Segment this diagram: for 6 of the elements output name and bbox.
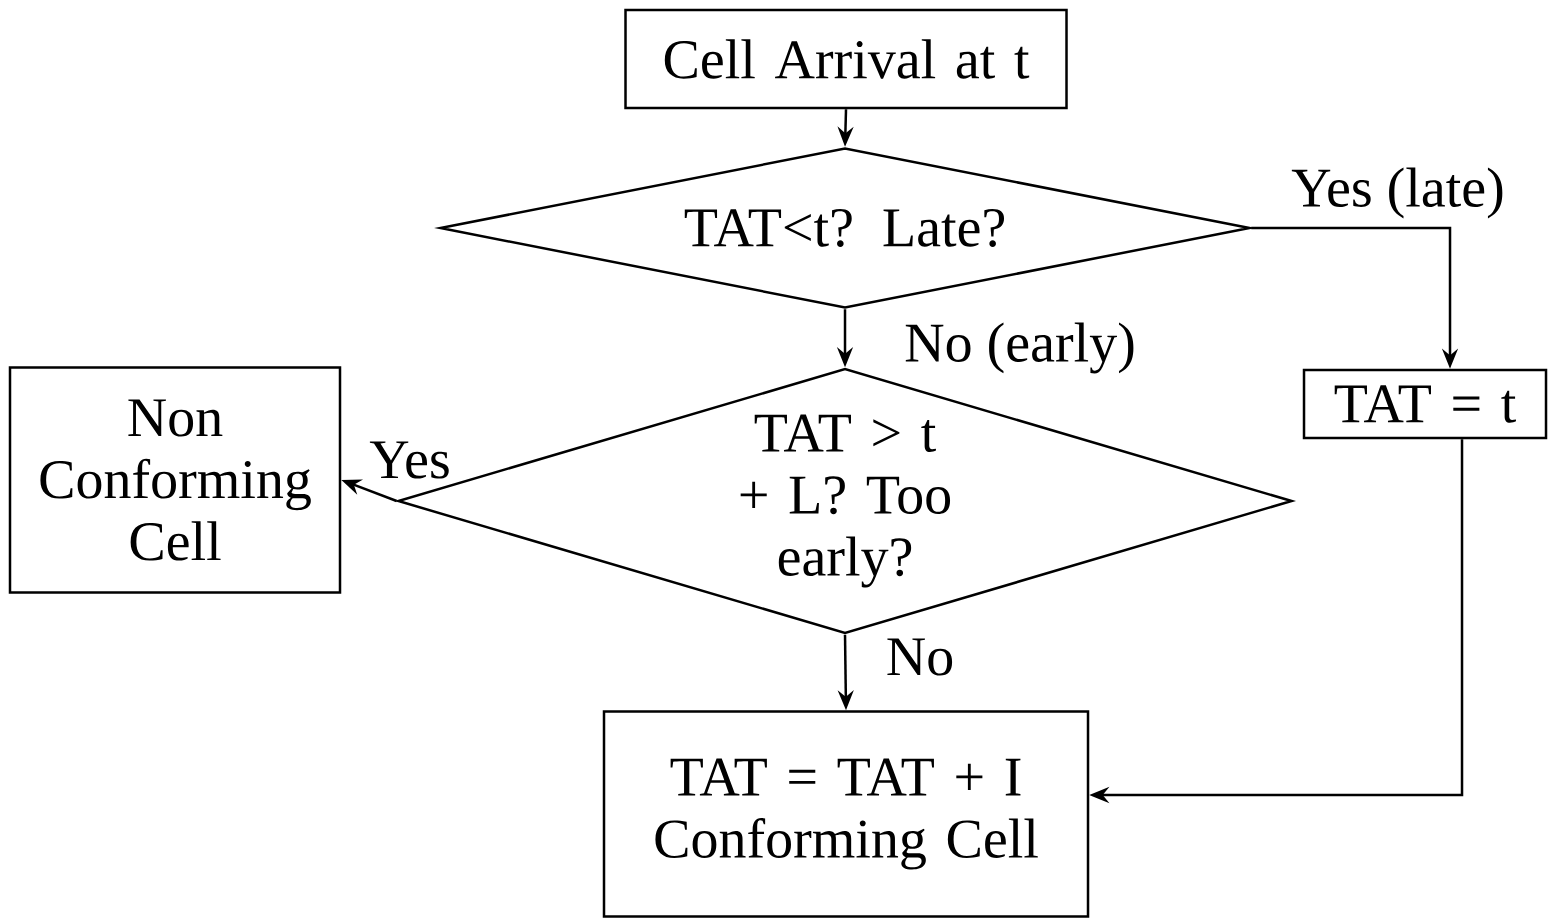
edge-label: No [883, 636, 957, 678]
process-box: TAT = t [1302, 368, 1548, 440]
process-box: Non Conforming Cell [8, 366, 342, 594]
process-box: TAT = TAT + I Conforming Cell [602, 710, 1090, 918]
start-box: Cell Arrival at t [624, 8, 1068, 110]
edge-label: Yes (late) [1289, 165, 1507, 221]
